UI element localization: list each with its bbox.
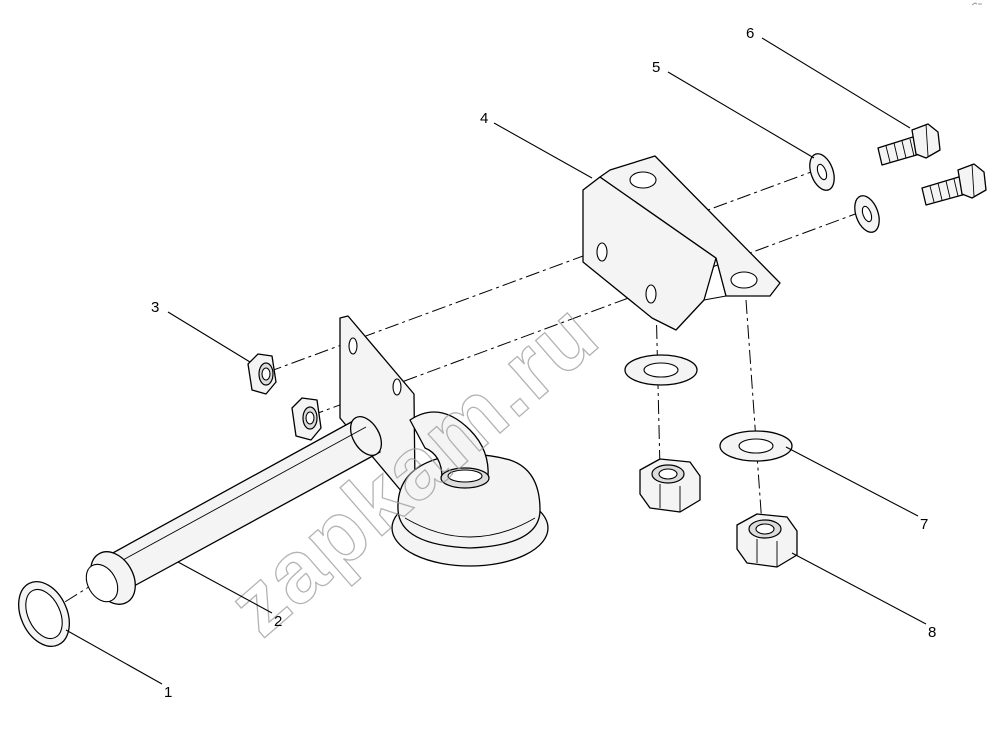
callout-1: 1 — [164, 684, 172, 701]
callout-3: 3 — [151, 299, 159, 316]
callout-7: 7 — [920, 516, 928, 533]
bolt-part-6 — [877, 123, 987, 206]
hex-nut-part-8 — [639, 458, 798, 568]
leader-lines — [65, 37, 927, 685]
callout-8: 8 — [928, 624, 936, 641]
callout-4: 4 — [480, 110, 488, 127]
corner-mark-icon — [971, 2, 982, 6]
seal-ring-part-1 — [18, 581, 70, 647]
nut-part-3 — [247, 353, 322, 441]
pickup-tube-part-2 — [85, 315, 549, 605]
callout-2: 2 — [274, 613, 282, 630]
callout-labels: 1 2 3 4 5 6 7 8 — [151, 25, 936, 701]
washer-part-5 — [809, 153, 880, 233]
bracket-part-4 — [582, 155, 781, 331]
washer-part-7 — [624, 354, 793, 462]
callout-5: 5 — [652, 59, 660, 76]
callout-6: 6 — [746, 25, 754, 42]
